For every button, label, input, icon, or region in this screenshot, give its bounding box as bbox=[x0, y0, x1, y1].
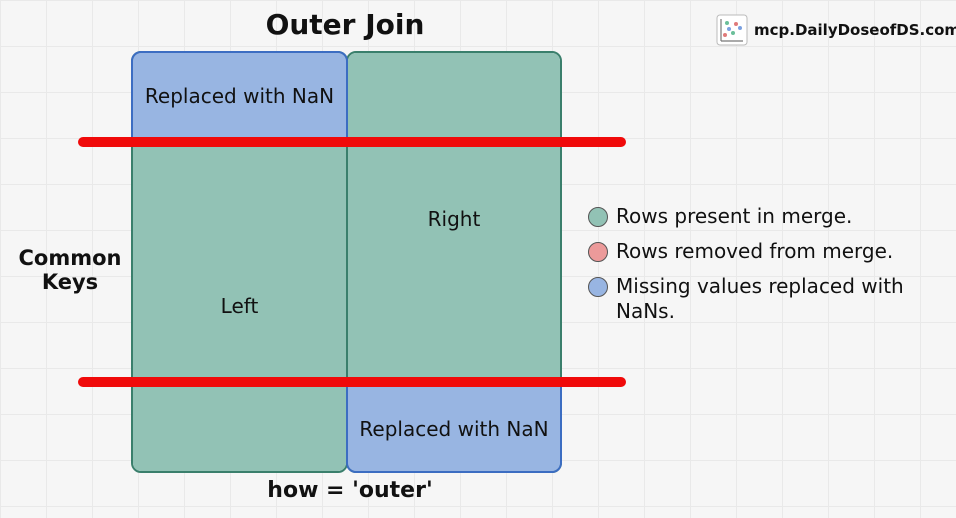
left-nan-region: Replaced with NaN bbox=[133, 53, 346, 141]
legend-label: Rows removed from merge. bbox=[616, 239, 894, 263]
diagram-title: Outer Join bbox=[265, 8, 425, 41]
left-label: Left bbox=[220, 294, 259, 318]
legend-item-removed: Rows removed from merge. bbox=[588, 239, 948, 264]
brand: mcp.DailyDoseofDS.com bbox=[716, 14, 956, 46]
brand-text: mcp.DailyDoseofDS.com bbox=[754, 21, 956, 39]
legend-label: Missing values replaced with NaNs. bbox=[616, 274, 904, 323]
left-body-region: Left bbox=[133, 141, 346, 471]
legend-item-nan: Missing values replaced with NaNs. bbox=[588, 274, 948, 324]
nan-circle-icon bbox=[588, 277, 608, 297]
right-label: Right bbox=[427, 206, 481, 231]
legend-item-present: Rows present in merge. bbox=[588, 204, 948, 229]
right-body-region: Right bbox=[348, 53, 560, 384]
right-table: Right Replaced with NaN bbox=[346, 51, 562, 473]
left-nan-label: Replaced with NaN bbox=[144, 84, 335, 108]
common-keys-label: Common Keys bbox=[18, 246, 122, 294]
upper-key-boundary-line bbox=[78, 137, 626, 147]
right-nan-outline bbox=[346, 382, 562, 473]
right-nan-region: Replaced with NaN bbox=[348, 384, 560, 471]
legend-label: Rows present in merge. bbox=[616, 204, 853, 228]
lower-key-boundary-line bbox=[78, 377, 626, 387]
right-nan-label: Replaced with NaN bbox=[359, 416, 549, 441]
present-circle-icon bbox=[588, 207, 608, 227]
join-caption: how = 'outer' bbox=[267, 478, 433, 503]
legend: Rows present in merge. Rows removed from… bbox=[588, 204, 948, 334]
left-nan-outline bbox=[131, 51, 348, 141]
scatter-plot-logo-icon bbox=[716, 14, 748, 46]
removed-circle-icon bbox=[588, 242, 608, 262]
